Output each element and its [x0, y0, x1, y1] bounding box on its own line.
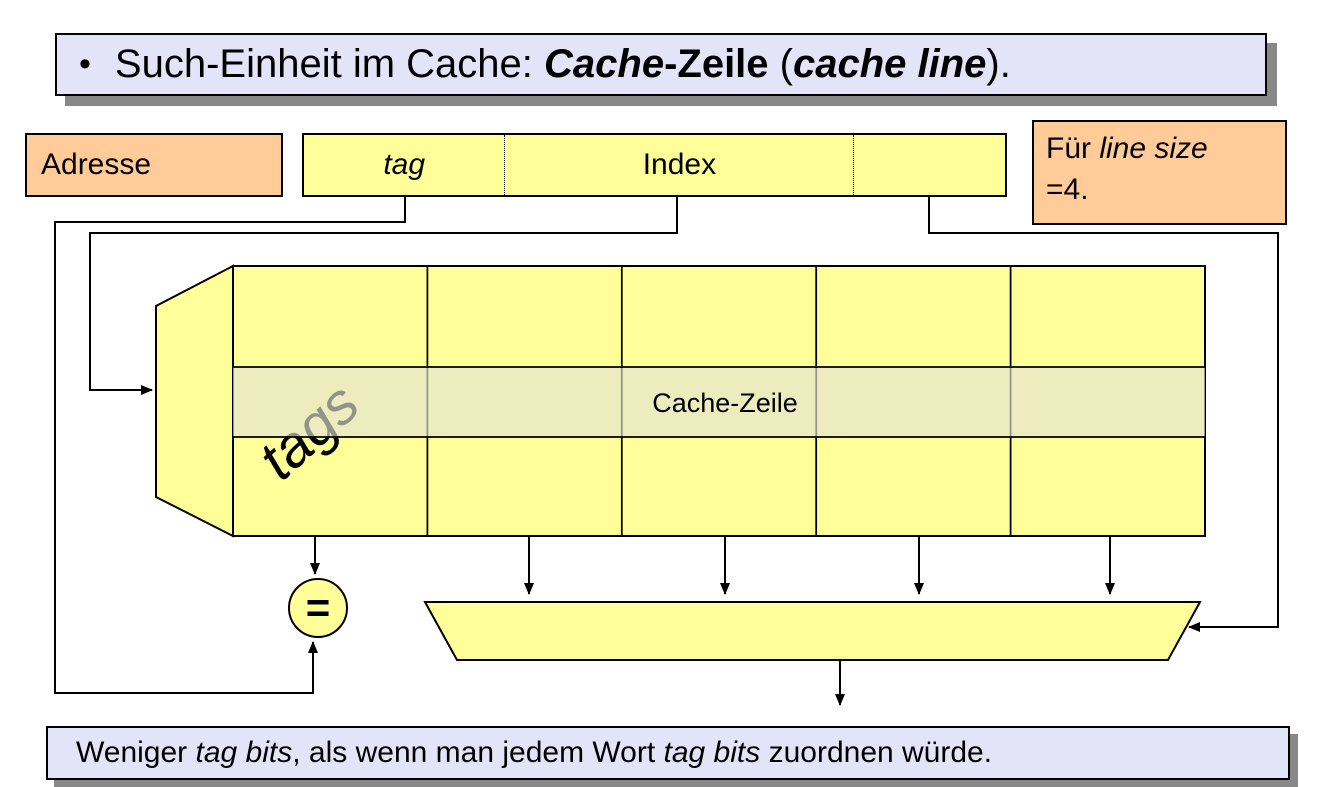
title-bullet: •: [79, 45, 91, 83]
note-line1-italic: line size: [1099, 132, 1208, 165]
title-suffix: ).: [986, 42, 1011, 86]
address-tag-section: tag: [304, 135, 504, 195]
bottom-remark-box: Weniger tag bits, als wenn man jedem Wor…: [46, 726, 1290, 780]
bottom-prefix: Weniger: [76, 736, 196, 769]
address-index-section: Index: [504, 135, 853, 195]
title-prefix: Such-Einheit im Cache:: [114, 42, 544, 86]
connector-tag-to-comparator: [54, 197, 406, 694]
bottom-tagbits-1: tag bits: [195, 736, 293, 769]
connector-index-to-grid: [89, 197, 678, 395]
bottom-mid: , als wenn man jedem Wort: [292, 736, 664, 769]
comparator-circle: [288, 578, 348, 638]
cache-line-label: Cache-Zeile: [652, 388, 798, 418]
bottom-tagbits-2: tag bits: [663, 736, 761, 769]
note-line1-prefix: Für: [1046, 132, 1100, 165]
address-tag-label: tag: [383, 148, 426, 181]
title-cacheline-emph: cache line: [792, 42, 987, 86]
address-label: Adresse: [41, 148, 152, 181]
title-box: • Such-Einheit im Cache: Cache-Zeile (ca…: [55, 33, 1267, 96]
title-cache-emph: Cache: [544, 42, 665, 86]
cache-line-highlight: [233, 367, 1205, 437]
address-label-box: Adresse: [25, 133, 283, 197]
title-text: Such-Einheit im Cache: Cache-Zeile (cach…: [115, 42, 1011, 87]
bottom-suffix: zuordnen würde.: [760, 736, 993, 769]
address-index-label: Index: [642, 148, 717, 181]
line-size-note-box: Für line size =4.: [1032, 120, 1287, 225]
connector-offset-to-mux: [928, 197, 1279, 632]
title-zeile-bold: -Zeile: [664, 42, 769, 86]
tags-pentagon: [155, 264, 234, 538]
address-field: tag Index: [302, 133, 1007, 197]
note-line2: =4.: [1046, 173, 1089, 207]
address-offset-section: [853, 135, 1005, 195]
mux-trapezoid: [423, 601, 1202, 661]
comparator-symbol: =: [306, 584, 331, 631]
title-paren-open: (: [768, 42, 793, 86]
